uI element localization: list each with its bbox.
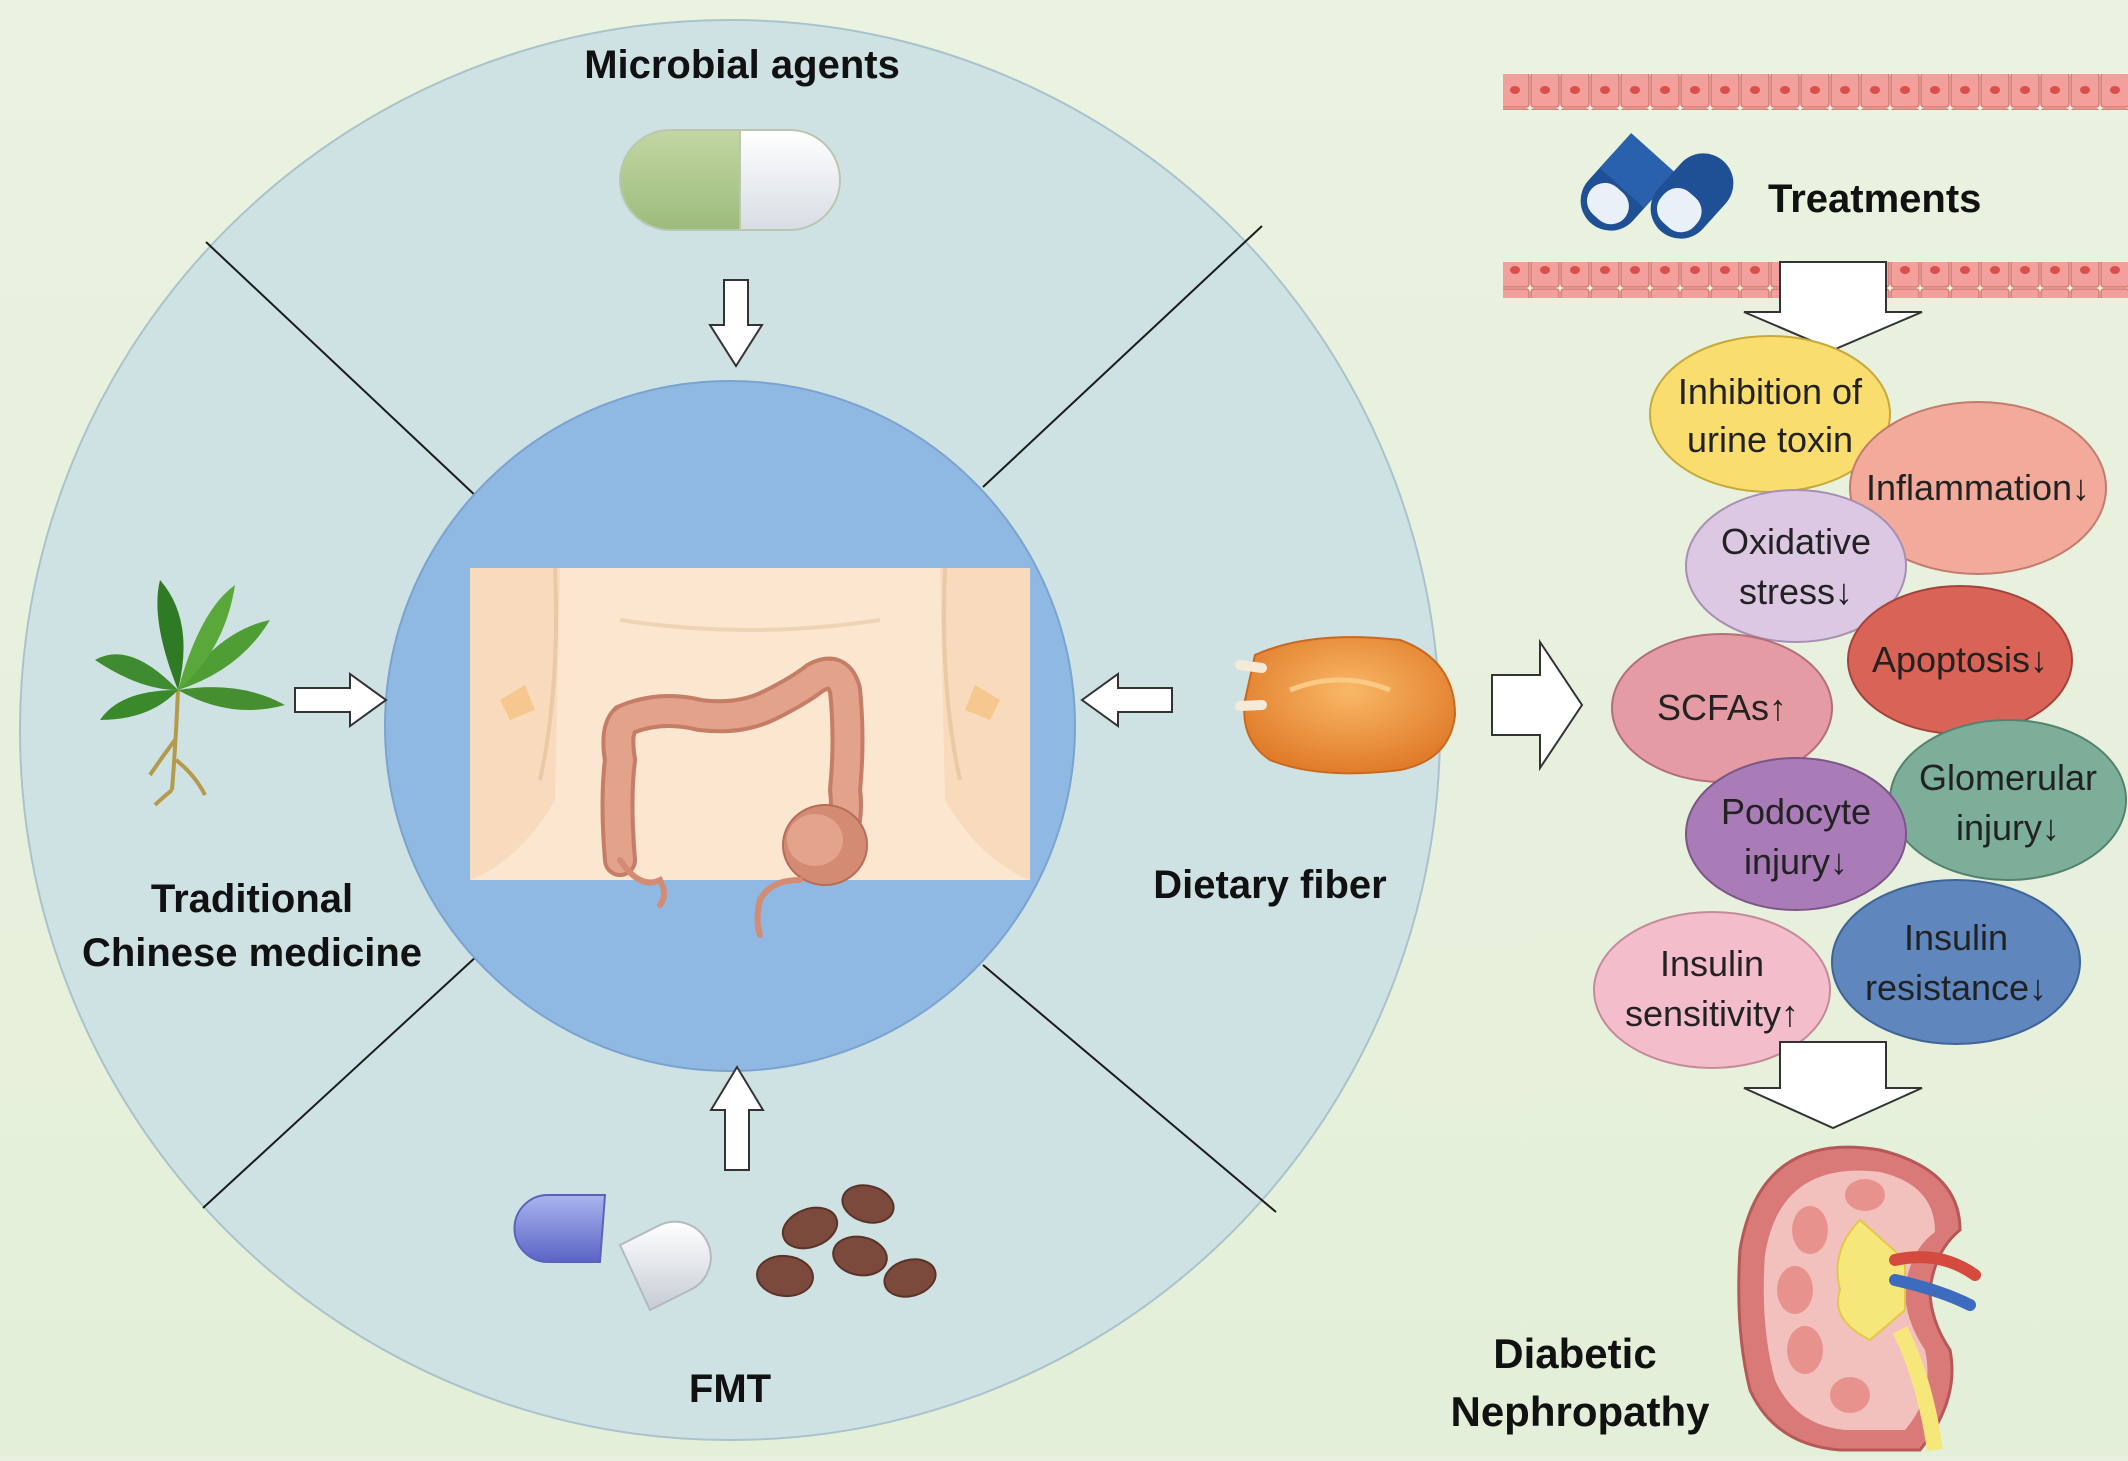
effect-text: Inflammation↓ <box>1866 467 2090 508</box>
pills-icon <box>1580 132 1734 239</box>
kidney-icon <box>1737 1145 1981 1452</box>
effect-text: Insulin <box>1660 943 1764 984</box>
effect-apoptosis: Apoptosis↓ <box>1847 585 2073 735</box>
roast-chicken-icon <box>1235 636 1457 775</box>
effect-text: Oxidative <box>1721 521 1871 562</box>
arrow-right-tcm <box>294 672 388 728</box>
label-fmt: FMT <box>689 1367 771 1411</box>
label-tcm-line2: Chinese medicine <box>82 931 422 975</box>
effect-text: resistance↓ <box>1865 967 2047 1008</box>
arrow-up-fmt <box>709 1065 765 1171</box>
effect-podocyte-injury: Podocyte injury↓ <box>1685 757 1907 911</box>
label-treatments: Treatments <box>1768 177 1981 221</box>
plant-icon <box>95 580 285 807</box>
label-tcm-line1: Traditional <box>151 877 353 921</box>
effect-text: injury↓ <box>1956 807 2060 848</box>
effect-inflammation: Inflammation↓ <box>1849 401 2107 575</box>
effect-inhibition-urine-toxin: Inhibition of urine toxin <box>1649 335 1891 493</box>
effect-text: stress↓ <box>1739 571 1853 612</box>
label-outcome-line2: Nephropathy <box>1450 1388 1710 1435</box>
arrow-to-treatments <box>1491 638 1584 772</box>
colon-icon <box>470 567 1030 938</box>
effect-oxidative-stress: Oxidative stress↓ <box>1685 489 1907 643</box>
effect-text: urine toxin <box>1687 419 1853 460</box>
arrow-down-treatments <box>1743 261 1923 352</box>
effect-text: injury↓ <box>1744 841 1848 882</box>
effect-text: Apoptosis↓ <box>1872 639 2048 680</box>
divider-lines <box>202 225 1277 1213</box>
arrow-left-fiber <box>1080 672 1173 728</box>
effect-text: Podocyte <box>1721 791 1871 832</box>
effect-text: SCFAs↑ <box>1657 687 1787 728</box>
effect-scfas: SCFAs↑ <box>1611 633 1833 783</box>
effect-glomerular-injury: Glomerular injury↓ <box>1889 719 2127 881</box>
feces-icon <box>756 1184 937 1298</box>
effect-insulin-resistance: Insulin resistance↓ <box>1831 879 2081 1045</box>
effect-text: Insulin <box>1904 917 2008 958</box>
effect-text: Glomerular <box>1919 757 2097 798</box>
label-microbial-agents: Microbial agents <box>584 43 900 87</box>
arrow-down-microbial <box>708 279 764 368</box>
effect-text: sensitivity↑ <box>1625 993 1799 1034</box>
effect-insulin-sensitivity: Insulin sensitivity↑ <box>1593 911 1831 1069</box>
label-outcome-line1: Diabetic <box>1493 1330 1656 1377</box>
capsule-icon <box>619 129 841 231</box>
label-dietary-fiber: Dietary fiber <box>1153 863 1386 907</box>
arrow-down-outcome <box>1743 1041 1923 1130</box>
fmt-capsule-icon <box>513 1194 712 1312</box>
effect-text: Inhibition of <box>1678 371 1863 412</box>
